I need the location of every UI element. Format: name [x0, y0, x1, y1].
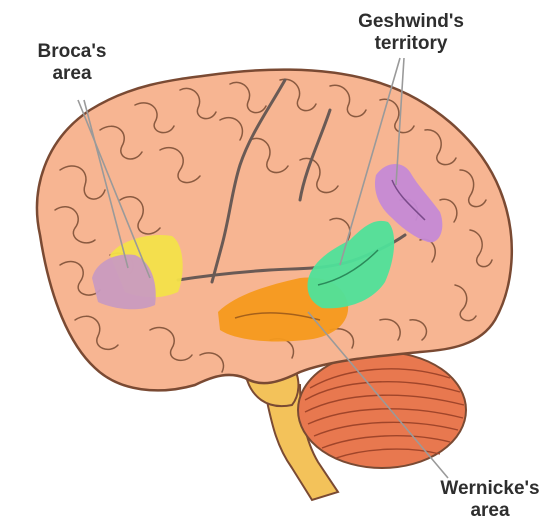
wernicke-label-line2: area — [425, 500, 555, 520]
wernicke-label-line1: Wernicke's — [425, 478, 555, 500]
wernicke-area-label: Wernicke's area — [425, 478, 555, 520]
broca-label-line2: area — [22, 63, 122, 85]
geshwind-label-line1: Geshwind's — [336, 11, 486, 33]
geshwind-territory-label: Geshwind's territory — [336, 11, 486, 55]
broca-area-label: Broca's area — [22, 41, 122, 85]
broca-label-line1: Broca's — [22, 41, 122, 63]
geshwind-label-line2: territory — [336, 33, 486, 55]
